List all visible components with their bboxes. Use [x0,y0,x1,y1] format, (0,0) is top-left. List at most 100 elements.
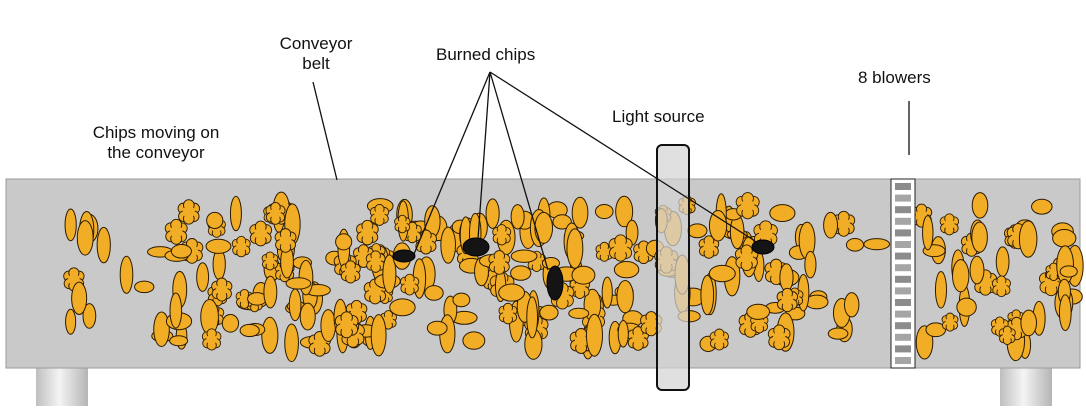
blower-segment [895,264,911,272]
chips-moving-label-line2: the conveyor [107,143,205,162]
chip [571,196,589,229]
chip [96,226,111,264]
chip [995,246,1010,277]
annotation-lines [312,71,756,271]
blower-segment [895,183,911,190]
chip [941,312,959,332]
chip [568,307,590,319]
chip [863,238,891,251]
blower-segment [895,241,911,248]
chip [534,211,554,244]
blower-segment [895,287,911,295]
chip [709,328,729,351]
blower-segment [895,345,911,353]
chip [261,251,279,271]
blower-segment [895,252,911,260]
chip [369,203,390,226]
burned-chip [546,265,564,301]
chip [196,262,210,292]
chip [1056,245,1074,285]
chip [595,241,614,262]
chip [201,328,222,351]
chip [925,322,947,338]
chip [510,204,525,230]
chip [288,288,302,322]
burned-chips-pointer [413,71,491,255]
chip [998,325,1016,346]
chip [845,238,865,252]
support-leg-right [1000,368,1052,408]
chip [956,297,977,317]
chip [285,277,312,290]
chip [566,228,584,269]
chip [939,213,960,236]
chip [379,310,397,330]
chip [708,209,728,242]
chip [426,320,448,336]
chip [394,214,411,234]
blower-segment [895,299,911,306]
chip [1059,265,1078,278]
chip [320,309,336,342]
burned-chips-label: Burned chips [436,45,536,64]
chip [206,211,224,230]
chip [843,292,860,318]
blowers-group [890,101,916,369]
chip [971,192,989,219]
chip [776,287,799,313]
chip [827,327,849,340]
chip [263,275,278,309]
chip [1031,198,1053,215]
chip [462,331,486,350]
chip [952,259,970,293]
blower-segment [895,206,911,214]
chip [615,195,634,228]
chip [71,281,88,315]
chip [334,311,359,339]
chip [134,280,155,294]
chip [400,273,420,296]
chip [356,219,379,246]
chip [779,263,794,292]
burned-chips-pointer [489,71,549,271]
chip [82,303,97,329]
chip [1018,220,1038,258]
chip [1045,262,1062,282]
chip [382,254,397,294]
chip [229,195,242,232]
chip [424,285,444,301]
chip [1020,309,1038,337]
chip [370,314,387,357]
chip [594,203,614,220]
chip [440,226,457,264]
chip [700,274,715,316]
chip [177,199,200,225]
blower-segment [895,229,911,237]
blower-segment [895,310,911,318]
blower-segment [895,217,911,225]
conveyor-belt-label-line2: belt [302,54,330,73]
chip [265,202,286,225]
chip [767,324,791,351]
chip [804,250,817,279]
chip [510,249,538,263]
chip [708,264,736,283]
chip [389,298,416,317]
chip [239,323,260,338]
chip [617,319,629,348]
chip [249,220,273,247]
chip [205,238,232,254]
chip [608,234,633,262]
chip [969,255,985,285]
chip [971,221,988,253]
chip [601,276,613,309]
conveyor-belt-label-line1: Conveyor [279,34,353,53]
chip [1052,228,1077,248]
burned-chip [751,239,775,255]
chip [164,218,188,245]
chip [76,220,94,256]
blower-segment [895,333,911,341]
chip [616,279,634,314]
